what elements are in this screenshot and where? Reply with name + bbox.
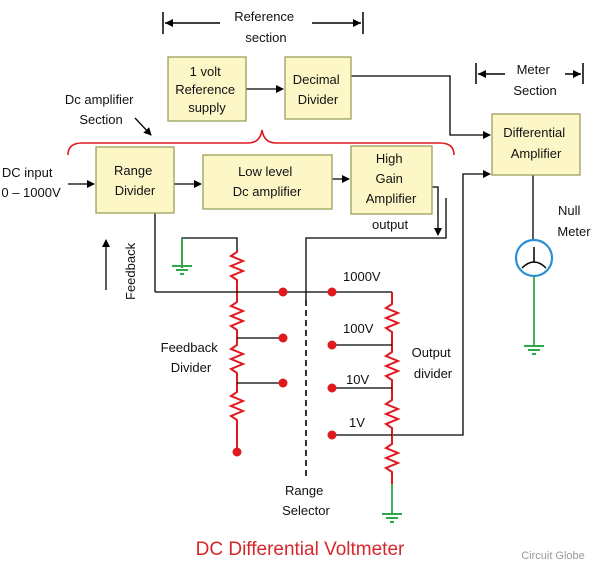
resistor-icon [228, 338, 246, 383]
signal-wires [68, 75, 534, 436]
ground-icon [524, 345, 544, 355]
tap-1v-label: 1V [349, 415, 365, 430]
resistor-icon [228, 383, 246, 452]
ground-icon [382, 513, 402, 523]
svg-text:1 volt Reference s: 1 volt Reference supply [175, 64, 239, 115]
arrow-icon [134, 117, 152, 136]
feedback-divider [155, 237, 332, 457]
block-reference-supply: 1 volt Reference supply [167, 56, 247, 122]
arrow-icon [573, 70, 581, 78]
svg-text:Range Divider: Range Divider [114, 163, 156, 198]
tap-1000v-label: 1000V [343, 269, 381, 284]
meter-section-marker: Meter Section [475, 62, 584, 98]
diagram-title: DC Differential Voltmeter [196, 539, 405, 560]
meter-section-label: Meter Section [513, 62, 556, 98]
arrow-icon [165, 19, 173, 27]
feedback-divider-label: Feedback Divider [161, 340, 222, 375]
resistor-icon [383, 388, 401, 435]
watermark: Circuit Globe [521, 550, 585, 562]
svg-text:Low level Dc amplifier: Low level Dc amplifier [233, 164, 302, 199]
dc-amplifier-section-label: Dc amplifier Section [65, 92, 137, 127]
output-divider [327, 287, 402, 523]
output-divider-label: Output divider [412, 345, 455, 381]
resistor-icon [228, 250, 246, 292]
resistor-icon [383, 292, 401, 345]
svg-text:Decimal Divider: Decimal Divider [293, 72, 344, 107]
range-selector-label: Range Selector [282, 483, 330, 518]
section-brace [67, 129, 455, 156]
svg-text:Differential Amplifier: Differential Amplifier [503, 125, 569, 161]
arrow-icon [478, 70, 486, 78]
resistor-icon [383, 435, 401, 484]
reference-section-marker: Reference section [162, 9, 364, 45]
tap-10v-label: 10V [346, 372, 369, 387]
ground-icon [172, 238, 192, 275]
block-range-divider: Range Divider [95, 146, 175, 214]
arrow-icon [353, 19, 361, 27]
resistor-icon [383, 345, 401, 388]
null-meter-icon [514, 238, 554, 278]
feedback-label: Feedback [123, 242, 138, 300]
svg-text:High Gain Amplifie: High Gain Amplifier [366, 151, 417, 206]
tap-100v-label: 100V [343, 321, 374, 336]
resistor-icon [228, 292, 246, 338]
output-label: output [372, 217, 409, 232]
block-high-gain-amplifier: High Gain Amplifier [350, 145, 433, 215]
reference-section-label: Reference section [234, 9, 298, 45]
null-meter-label: Null Meter [557, 203, 591, 239]
block-low-level-amplifier: Low level Dc amplifier [202, 154, 333, 210]
block-decimal-divider: Decimal Divider [284, 56, 352, 120]
block-differential-amplifier: Differential Amplifier [491, 113, 581, 176]
dc-input-label: DC input 0 – 1000V [1, 165, 61, 200]
